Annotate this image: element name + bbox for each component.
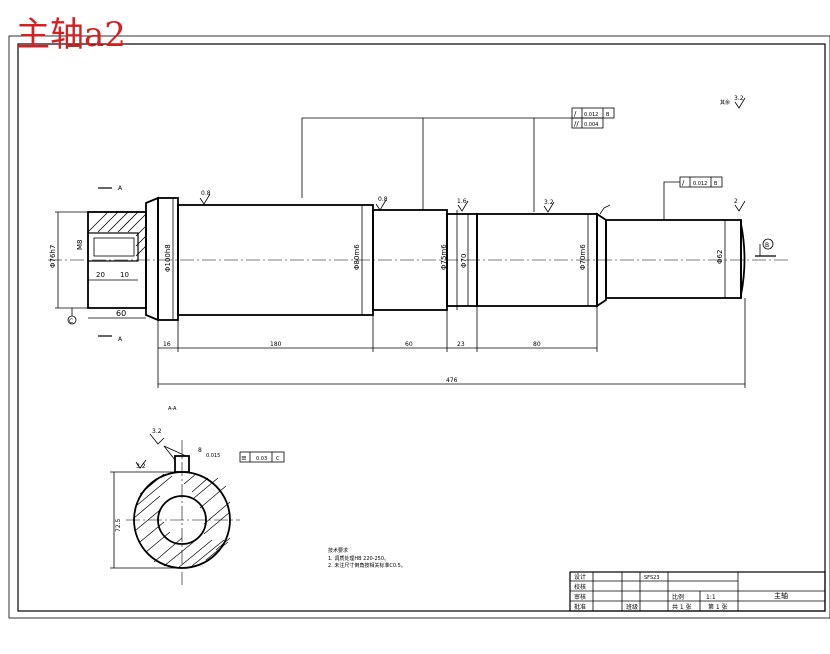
keyway-inner bbox=[93, 237, 135, 257]
svg-text:≡: ≡ bbox=[241, 454, 247, 462]
section-mark-a-bottom: A bbox=[118, 336, 123, 343]
roughness-symbols: 0.8 0.8 1.6 3.2 2 其余 3.2 bbox=[199, 95, 746, 215]
gtol-frame-4 bbox=[239, 451, 285, 463]
tb-part-name: 主轴 bbox=[774, 591, 788, 600]
gtol-4-value: 0.03 bbox=[256, 456, 267, 462]
datum-c-label: C bbox=[69, 318, 73, 325]
gtol-1-ref: B bbox=[606, 112, 610, 118]
gtol-frame-3 bbox=[679, 176, 723, 188]
tb-design-value: SFS23 bbox=[644, 575, 660, 581]
tb-class-label: 班级 bbox=[626, 603, 638, 611]
gtol-2-value: 0.004 bbox=[584, 122, 598, 128]
svg-text:其余: 其余 bbox=[720, 99, 730, 106]
svg-text:2: 2 bbox=[734, 198, 738, 205]
section-key-width: 8 bbox=[198, 447, 202, 454]
tb-approve-label: 批准 bbox=[574, 603, 586, 611]
section-dim-72: 72.5 bbox=[115, 518, 122, 532]
technical-notes: 技术要求 1. 调质处理HB 220-250。 2. 未注尺寸倒角按相关标准C0… bbox=[328, 547, 406, 569]
title-block: 设计 SFS23 校核 审核 批准 班级 比例 1:1 共 1 张 第 1 张 … bbox=[569, 571, 826, 612]
tb-sheets-total: 共 1 张 bbox=[672, 603, 692, 611]
tb-scale-label: 比例 bbox=[672, 593, 684, 601]
svg-text:0.8: 0.8 bbox=[378, 196, 388, 203]
gtol-3-value: 0.012 bbox=[693, 181, 707, 187]
gtol-4-ref: C bbox=[276, 456, 280, 462]
outer-frame bbox=[8, 35, 830, 619]
datum-b-label: B bbox=[765, 242, 769, 249]
dim-right-diameter: Φ70m6 bbox=[579, 244, 587, 270]
neck bbox=[596, 212, 607, 308]
section-key-tol: 0.015 bbox=[206, 453, 220, 459]
dim-left-60: 60 bbox=[116, 309, 126, 318]
dim-mid-diameter: Φ75m6 bbox=[440, 244, 448, 270]
dim-key-10: 10 bbox=[120, 271, 129, 279]
dim-left-diameter: Φ76h7 bbox=[49, 245, 57, 268]
svg-text://: // bbox=[574, 120, 579, 128]
svg-text:/: / bbox=[682, 179, 685, 187]
notes-line-2: 2. 未注尺寸倒角按相关标准C0.5。 bbox=[328, 562, 406, 569]
svg-text:3.2: 3.2 bbox=[152, 428, 162, 435]
section-title: A-A bbox=[168, 406, 177, 412]
dim-bearing-diameter: Φ70 bbox=[460, 254, 468, 268]
tb-review-label: 审核 bbox=[574, 593, 586, 601]
dim-len-23: 23 bbox=[457, 341, 465, 348]
notes-heading: 技术要求 bbox=[328, 547, 348, 554]
svg-text:0.8: 0.8 bbox=[201, 190, 211, 197]
dim-len-80: 80 bbox=[533, 341, 541, 348]
drawing-title: 主轴a2 bbox=[16, 15, 126, 55]
dim-key-20: 20 bbox=[96, 271, 105, 279]
dim-len-180: 180 bbox=[270, 341, 282, 348]
gtol-3-ref: B bbox=[714, 181, 718, 187]
dim-flange-diameter: Φ100h8 bbox=[164, 244, 172, 272]
tb-sheet-no: 第 1 张 bbox=[708, 603, 728, 611]
gtol-1-value: 0.012 bbox=[584, 112, 598, 118]
dim-len-60: 60 bbox=[405, 341, 413, 348]
dim-len-16: 16 bbox=[163, 341, 171, 348]
section-a-a: A-A 72.5 3. bbox=[110, 406, 285, 585]
keyway-slot bbox=[87, 232, 139, 262]
datum-c-marker bbox=[67, 315, 77, 325]
inner-frame bbox=[17, 43, 826, 612]
tb-check-label: 校核 bbox=[574, 583, 586, 591]
svg-text:3.2: 3.2 bbox=[136, 463, 146, 470]
section-mark-a-top: A bbox=[118, 185, 123, 192]
svg-text:/: / bbox=[574, 110, 577, 118]
dim-len-total: 476 bbox=[446, 377, 458, 384]
notes-line-1: 1. 调质处理HB 220-250。 bbox=[328, 555, 389, 562]
svg-text:3.2: 3.2 bbox=[544, 199, 554, 206]
section-hatch bbox=[133, 473, 231, 569]
end-chamfer bbox=[740, 223, 746, 296]
dim-main-diameter: Φ80m6 bbox=[353, 244, 361, 270]
tb-design-label: 设计 bbox=[574, 573, 586, 581]
tb-scale-value: 1:1 bbox=[706, 594, 716, 601]
svg-text:3.2: 3.2 bbox=[734, 95, 744, 102]
shaft-main-view: Φ76h7 Φ100h8 Φ80m6 Φ75m6 Φ70 Φ70m6 Φ62 M… bbox=[48, 95, 790, 343]
datum-b-marker bbox=[762, 238, 774, 250]
svg-text:1.6: 1.6 bbox=[457, 198, 467, 205]
dim-keyway-depth: M8 bbox=[76, 240, 84, 251]
dim-end-diameter: Φ62 bbox=[716, 250, 724, 264]
length-dimensions: 16 180 60 23 80 476 bbox=[157, 298, 746, 388]
gtol-frame-2 bbox=[571, 117, 604, 129]
